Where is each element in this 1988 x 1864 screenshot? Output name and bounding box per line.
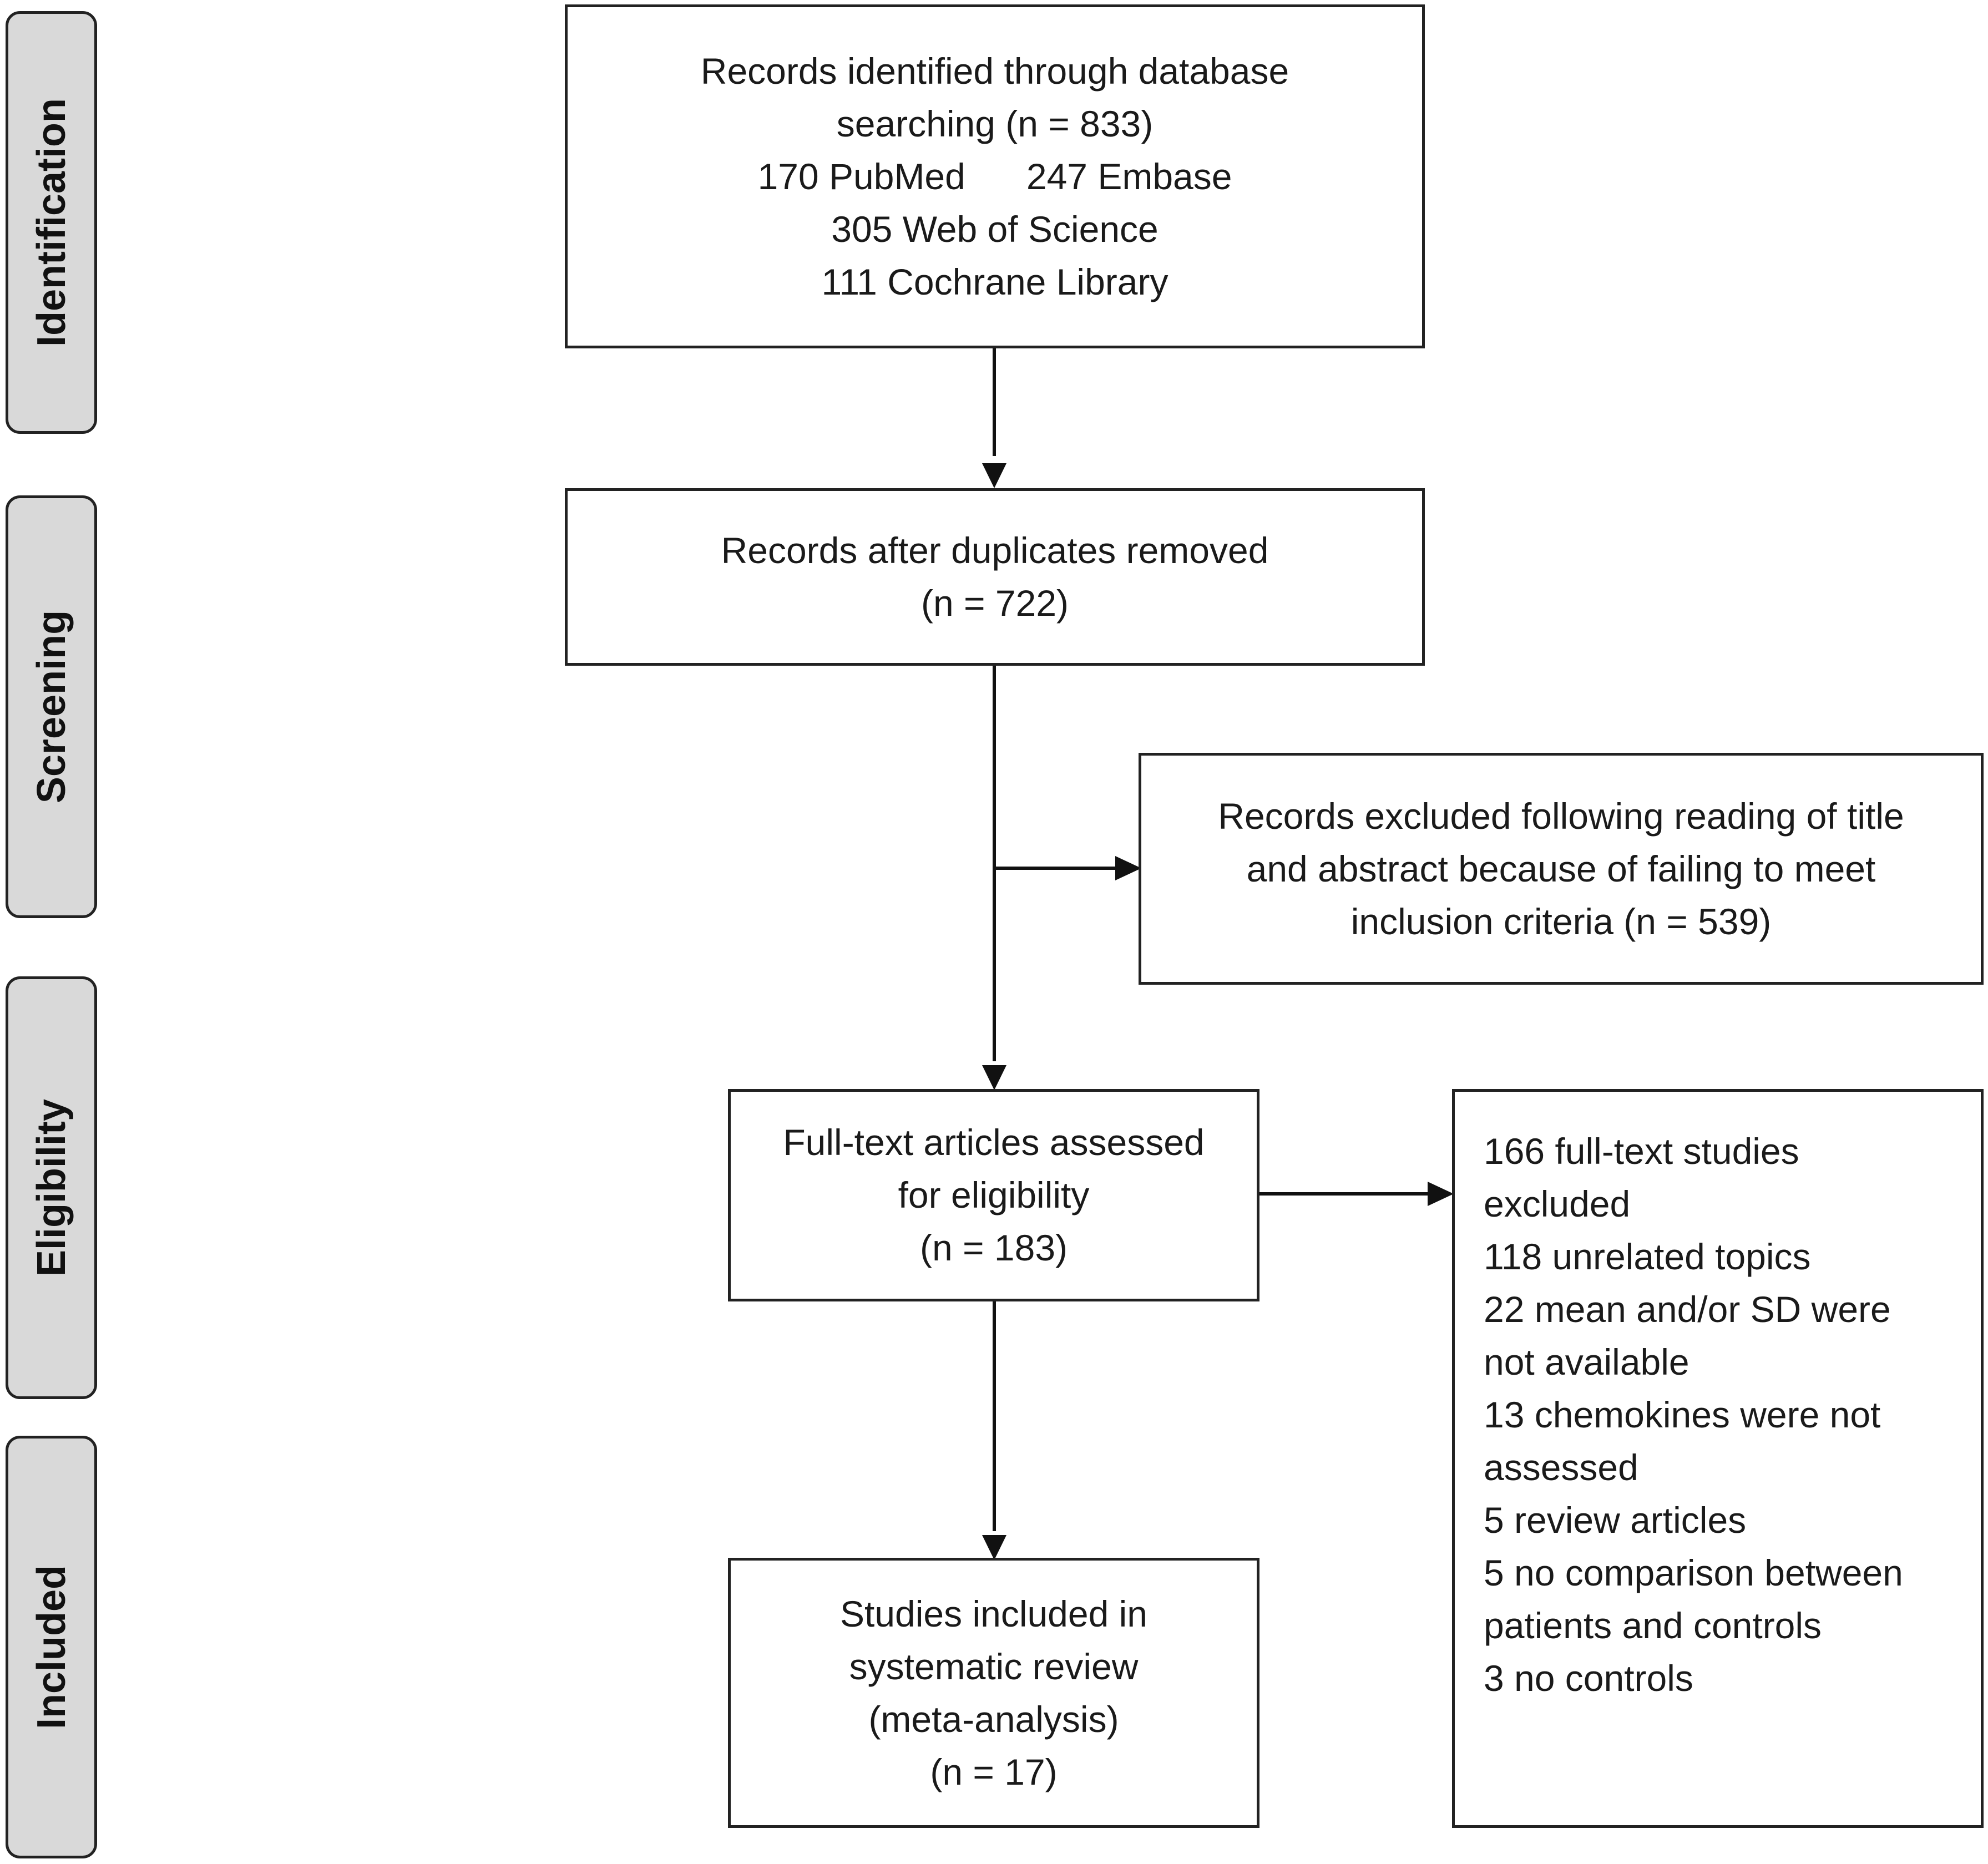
box-line: Full-text articles assessed xyxy=(783,1122,1205,1163)
box-line: Records after duplicates removed xyxy=(721,530,1269,571)
box-line: Records excluded following reading of ti… xyxy=(1218,795,1904,837)
box-line: 3 no controls xyxy=(1484,1658,1693,1699)
box-line: 5 no comparison between xyxy=(1484,1552,1903,1593)
box-line: and abstract because of failing to meet xyxy=(1246,848,1876,889)
box-line: searching (n = 833) xyxy=(836,103,1154,144)
box-line: Records identified through database xyxy=(700,50,1289,92)
stage-eligibility: Eligibility xyxy=(6,976,97,1399)
box-line: 118 unrelated topics xyxy=(1484,1236,1811,1277)
box-line: (n = 183) xyxy=(920,1227,1068,1268)
stage-screening: Screening xyxy=(6,495,97,918)
box-line: 170 PubMed 247 Embase xyxy=(757,155,1232,197)
box-line: patients and controls xyxy=(1484,1605,1822,1646)
box-line: 13 chemokines were not xyxy=(1484,1394,1881,1435)
box-line: excluded xyxy=(1484,1183,1631,1224)
box-line: for eligibility xyxy=(898,1174,1090,1215)
stage-included: Included xyxy=(6,1436,97,1858)
arrowhead-excluded-title-abstract xyxy=(1115,856,1141,880)
box-full-text-assessed: Full-text articles assessed for eligibil… xyxy=(728,1089,1259,1301)
box-studies-included: Studies included in systematic review (m… xyxy=(728,1558,1259,1828)
box-line: (n = 17) xyxy=(930,1751,1058,1792)
box-line: (meta-analysis) xyxy=(868,1698,1119,1740)
arrowhead-full-text-excluded xyxy=(1428,1182,1454,1206)
arrowhead-included xyxy=(982,1535,1006,1560)
box-full-text-excluded: 166 full-text studies excluded 118 unrel… xyxy=(1452,1089,1984,1828)
arrowhead-deduplicated xyxy=(982,463,1006,488)
box-line: 305 Web of Science xyxy=(831,208,1159,250)
box-records-excluded-title-abstract: Records excluded following reading of ti… xyxy=(1139,753,1984,985)
box-line: 22 mean and/or SD were xyxy=(1484,1289,1891,1330)
box-line: (n = 722) xyxy=(921,582,1069,624)
stage-identification: Identification xyxy=(6,11,97,434)
arrowheads xyxy=(982,463,1454,1560)
box-line: Studies included in xyxy=(839,1593,1148,1634)
box-line: 111 Cochrane Library xyxy=(821,261,1168,302)
arrowhead-full-text xyxy=(982,1065,1006,1090)
box-line: inclusion criteria (n = 539) xyxy=(1350,900,1772,942)
box-records-after-duplicates: Records after duplicates removed (n = 72… xyxy=(565,488,1425,666)
box-line: assessed xyxy=(1484,1447,1638,1488)
box-records-identified: Records identified through database sear… xyxy=(565,4,1425,348)
box-line: 5 review articles xyxy=(1484,1500,1747,1541)
box-line: not available xyxy=(1484,1341,1689,1382)
box-line: systematic review xyxy=(849,1645,1139,1687)
box-line: 166 full-text studies xyxy=(1484,1131,1799,1172)
